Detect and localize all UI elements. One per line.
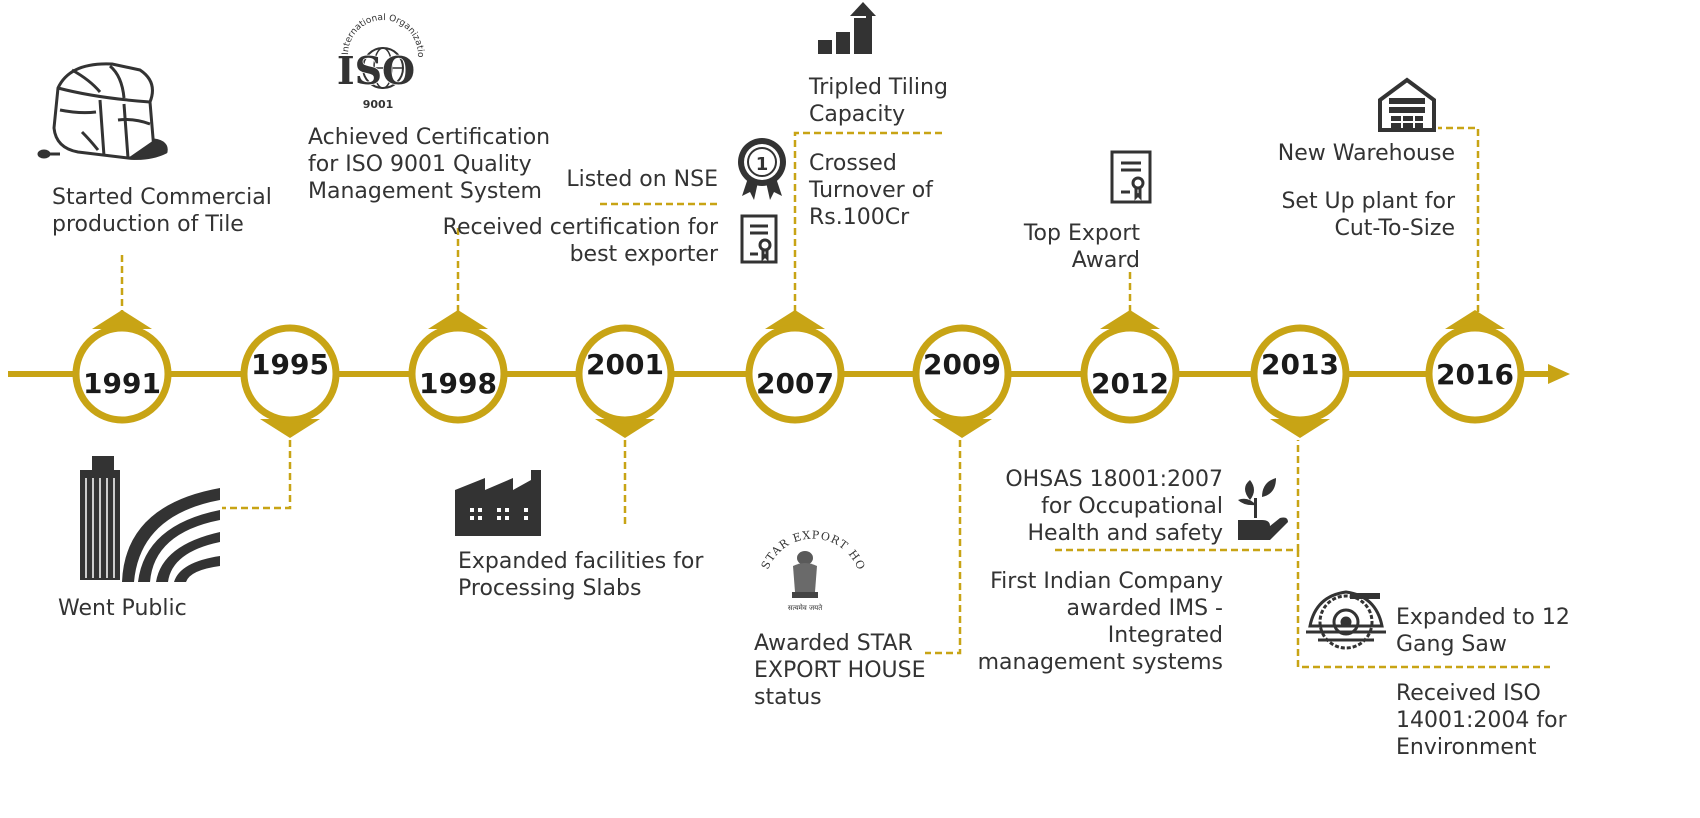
label-line: Gang Saw [1396, 632, 1507, 657]
label-line: Achieved Certification [308, 125, 551, 150]
label-line: Top Export [1023, 221, 1140, 246]
timeline-arrow-icon [1548, 364, 1570, 384]
year-pin-2012[interactable]: 2012 [1080, 310, 1180, 424]
label-line: Tripled Tiling [809, 75, 948, 100]
factory-icon [455, 470, 541, 536]
svg-text:1: 1 [756, 154, 769, 175]
certificate-icon [740, 214, 778, 264]
label-line: First Indian Company [990, 569, 1223, 594]
label-line: 14001:2004 for [1396, 708, 1567, 733]
event-label-2001-slabs: Expanded facilities for Processing Slabs [458, 548, 703, 602]
event-label-2016-warehouse: New Warehouse [1278, 140, 1455, 167]
label-line: Received ISO [1396, 681, 1541, 706]
label-line: OHSAS 18001:2007 [1005, 467, 1223, 492]
event-label-2012-ohsas: OHSAS 18001:2007 for Occupational Health… [1005, 466, 1223, 547]
label-line: Set Up plant for [1281, 189, 1455, 214]
year-label: 2016 [1436, 358, 1514, 391]
growth-chart-icon [818, 2, 876, 54]
year-label: 2012 [1091, 367, 1169, 400]
label-line: New Warehouse [1277, 141, 1455, 166]
label-line: Went Public [58, 596, 187, 621]
circular-saw-icon [1306, 590, 1386, 650]
label-line: Processing Slabs [458, 576, 642, 601]
label-line: Started Commercial [52, 185, 272, 210]
event-label-2013-gangsaw: Expanded to 12 Gang Saw [1396, 604, 1570, 658]
year-label: 1991 [83, 367, 161, 400]
label-line: Awarded STAR [754, 631, 913, 656]
label-line: Expanded to 12 [1396, 605, 1570, 630]
event-label-1995: Went Public [58, 595, 187, 622]
year-label: 2013 [1261, 348, 1339, 381]
year-label: 2009 [923, 348, 1001, 381]
warehouse-icon [1378, 77, 1436, 132]
year-pin-2007[interactable]: 2007 [745, 310, 845, 424]
event-label-2012-ims: First Indian Company awarded IMS - Integ… [978, 568, 1223, 676]
label-line: Capacity [809, 102, 906, 127]
label-line: Expanded facilities for [458, 549, 704, 574]
year-label: 2001 [586, 348, 664, 381]
event-label-2013-iso14001: Received ISO 14001:2004 for Environment [1396, 680, 1567, 761]
event-label-2009: Awarded STAR EXPORT HOUSE status [754, 630, 926, 711]
label-line: Integrated [1107, 623, 1223, 648]
plant-in-hand-icon [1238, 478, 1288, 540]
event-label-1998: Achieved Certification for ISO 9001 Qual… [308, 124, 550, 205]
label-line: for ISO 9001 Quality [308, 152, 532, 177]
stock-exchange-building-icon [80, 456, 220, 582]
label-line: EXPORT HOUSE [754, 658, 926, 683]
year-pin-1991[interactable]: 1991 [72, 310, 172, 424]
label-line: Received certification for [442, 215, 718, 240]
label-line: management systems [977, 650, 1223, 675]
year-pin-2009[interactable]: 2009 [912, 324, 1012, 438]
label-line: production of Tile [52, 212, 244, 237]
event-label-1991: Started Commercial production of Tile [52, 184, 272, 238]
label-line: for Occupational [1041, 494, 1223, 519]
label-line: Crossed [809, 151, 897, 176]
certificate-icon [1110, 150, 1152, 204]
stone-block-icon [37, 62, 168, 160]
label-line: Turnover of [809, 178, 933, 203]
year-pin-2001[interactable]: 2001 [575, 324, 675, 438]
event-label-2007-capacity: Tripled Tiling Capacity [809, 74, 948, 128]
event-label-2012-export: Top Export Award [1024, 220, 1140, 274]
svg-text:9001: 9001 [363, 98, 394, 111]
label-line: awarded IMS - [1066, 596, 1223, 621]
svg-text:सत्यमेव जयते: सत्यमेव जयते [788, 603, 823, 612]
event-label-2001-exporter: Received certification for best exporter [443, 214, 718, 268]
label-line: Environment [1396, 735, 1537, 760]
event-label-2016-cut-to-size: Set Up plant for Cut-To-Size [1281, 188, 1455, 242]
label-line: Management System [308, 179, 542, 204]
year-label: 1995 [251, 348, 329, 381]
award-badge-icon: 1 [738, 138, 786, 200]
label-line: Award [1071, 248, 1140, 273]
year-pin-2016[interactable]: 2016 [1425, 310, 1525, 424]
event-label-2001-nse: Listed on NSE [566, 166, 718, 193]
year-label: 2007 [756, 367, 834, 400]
label-line: Health and safety [1027, 521, 1224, 546]
svg-text:ISO: ISO [337, 48, 415, 93]
connectors [120, 126, 1550, 669]
label-line: Cut-To-Size [1334, 216, 1455, 241]
year-pin-2013[interactable]: 2013 [1250, 324, 1350, 438]
year-pin-1995[interactable]: 1995 [240, 324, 340, 438]
year-pin-1998[interactable]: 1998 [408, 310, 508, 424]
label-line: Rs.100Cr [809, 205, 910, 230]
label-line: Listed on NSE [566, 167, 718, 192]
event-label-2007-turnover: Crossed Turnover of Rs.100Cr [809, 150, 933, 231]
year-label: 1998 [419, 367, 497, 400]
label-line: status [754, 685, 822, 710]
label-line: best exporter [569, 242, 718, 267]
